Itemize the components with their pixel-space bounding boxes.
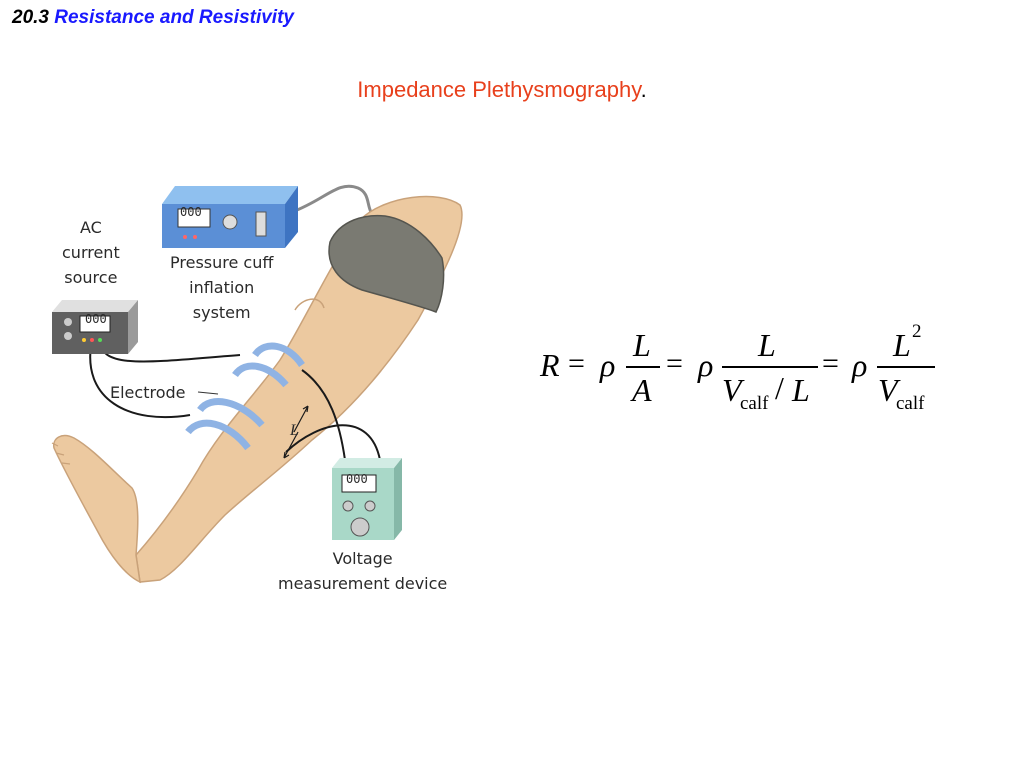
source-display: 000 [85,312,107,326]
cuff-inflation-box [162,186,298,248]
eq-fraction-bar-3 [877,366,935,368]
eq-exponent: 2 [912,321,922,342]
slide-header: 20.3 Resistance and Resistivity [12,7,294,29]
slide-subtitle: Impedance Plethysmography. [0,77,1004,103]
eq-V-1: V [722,372,742,408]
eq-sub-calf-1: calf [740,393,769,414]
pressure-cuff [328,214,445,313]
resistance-equation: R = ρ L A = ρ L V calf / L = ρ L 2 V cal… [540,321,940,420]
electrode-bands [185,342,305,451]
eq-fraction-bar-1 [626,366,660,368]
eq-sub-calf-2: calf [896,393,925,414]
eq-L-num-1: L [633,327,651,363]
eq-A: A [632,372,652,408]
eq-rho-3: ρ [852,347,868,383]
eq-fraction-bar-2 [722,366,818,368]
cuff-display: 000 [180,205,202,219]
section-number: 20.3 [12,7,49,28]
voltage-display: 000 [346,472,368,486]
foot [53,434,141,584]
ac-current-source-box [52,300,138,354]
subtitle-text: Impedance Plethysmography [357,77,641,102]
eq-equals-3: = [822,347,839,380]
leg-diagram [51,184,463,584]
section-title: Resistance and Resistivity [54,7,294,28]
eq-L-num-3: L [893,327,911,363]
eq-equals-2: = [666,347,683,380]
electrode-label: Electrode [110,383,186,402]
pressure-cuff-label: Pressure cuff inflation system [170,253,274,322]
voltage-measurement-box [332,458,402,540]
eq-slash: / [775,370,784,406]
air-hose [291,184,376,218]
eq-rho-2: ρ [698,347,714,383]
eq-rho-1: ρ [600,347,616,383]
ac-source-label: AC current source [62,218,120,287]
eq-L-den: L [792,372,810,408]
plethysmography-illustration: 000 000 000 AC current source Pressure c… [40,170,480,610]
eq-L-num-2: L [758,327,776,363]
eq-V-2: V [878,372,898,408]
eq-R: R [540,347,560,383]
eq-equals-1: = [568,347,585,380]
subtitle-period: . [640,77,647,102]
length-label: L [290,422,299,439]
voltage-device-label: Voltage measurement device [278,549,448,593]
